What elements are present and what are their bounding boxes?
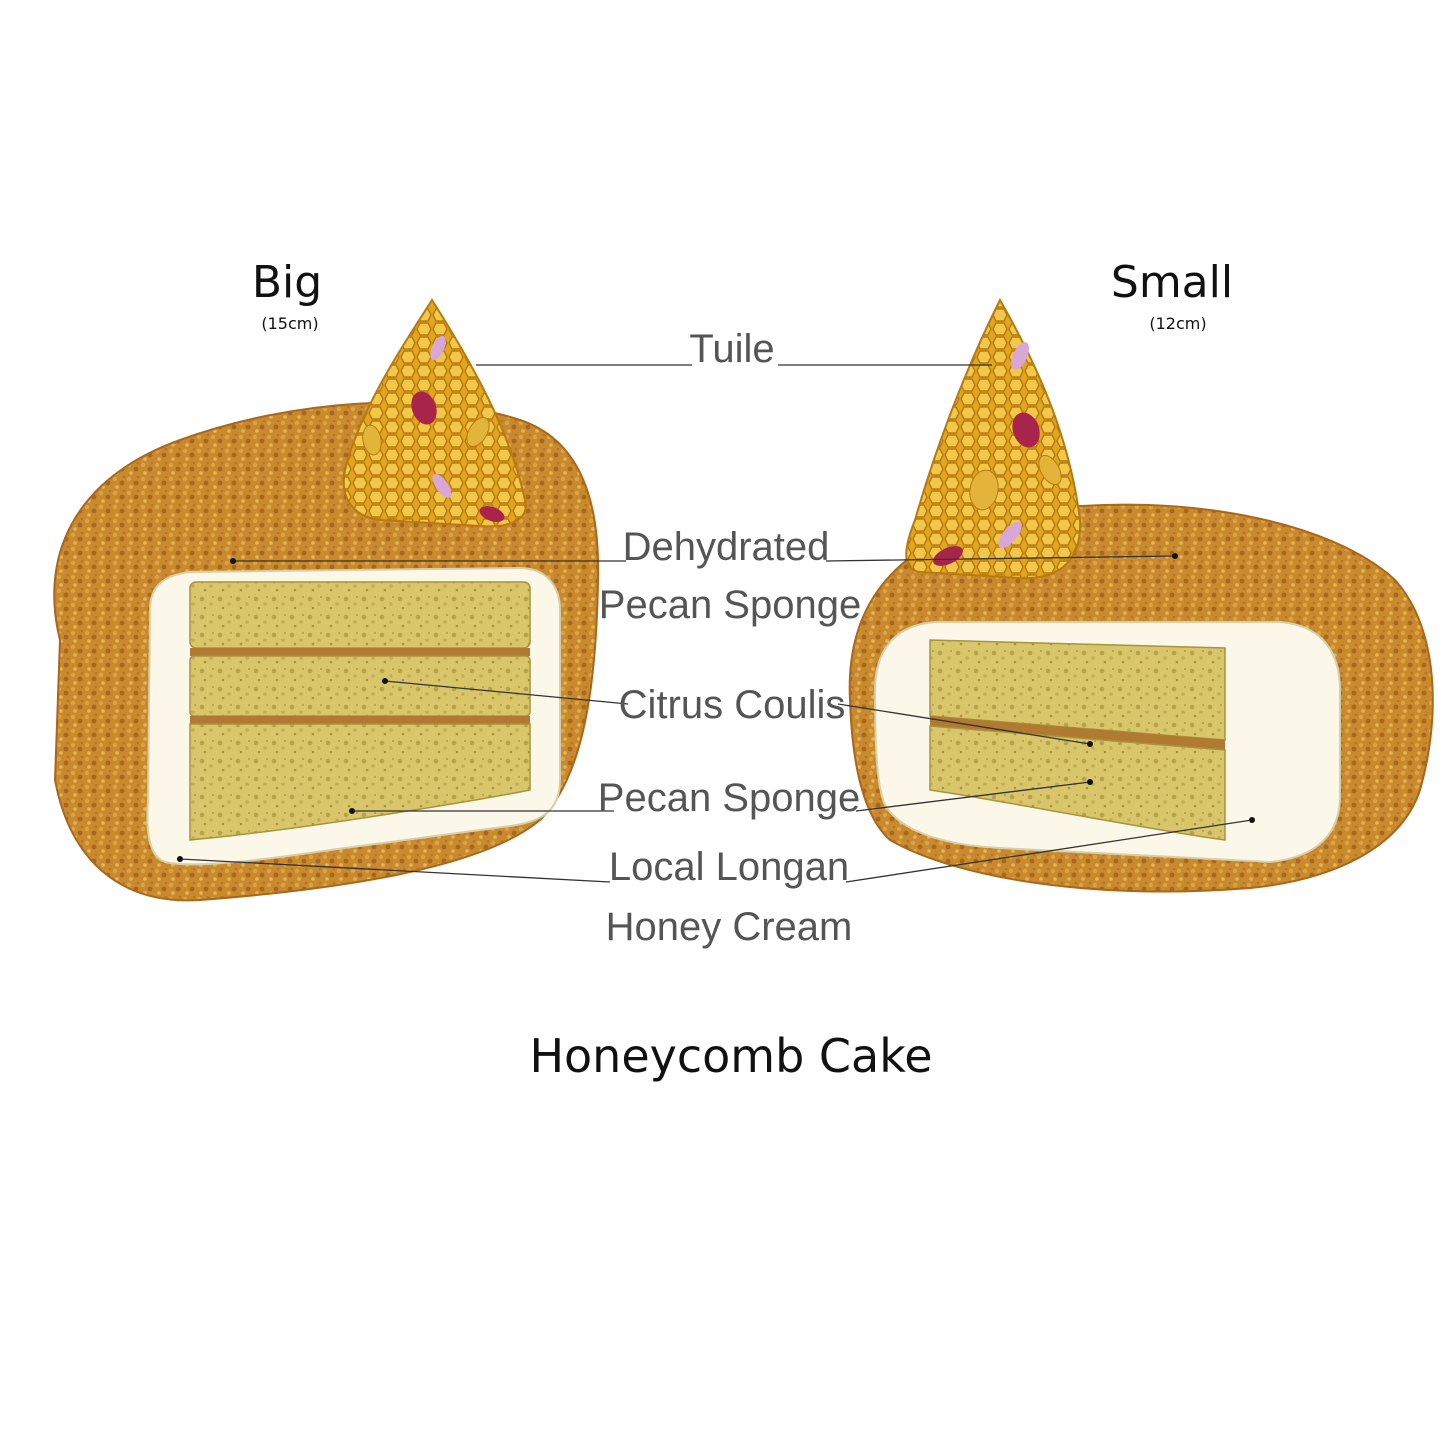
label-dehydrated-line2: Pecan Sponge — [599, 583, 861, 627]
leader-dehydrated-right — [825, 555, 1176, 562]
dot-cream-left — [177, 856, 183, 862]
dot-citrus-right — [1087, 741, 1093, 747]
big-size-name: Big — [252, 257, 322, 308]
label-honey-cream-line2: Honey Cream — [606, 905, 853, 949]
small-size-dimension: (12cm) — [1149, 314, 1206, 333]
big-sponge-layer-bottom — [189, 723, 531, 841]
leader-citrus-right — [837, 703, 1091, 745]
big-coulis-top — [190, 648, 530, 656]
leader-pecan-right — [855, 781, 1091, 812]
leader-cream-left — [179, 858, 611, 883]
small-size-name: Small — [1111, 257, 1233, 308]
small-cake-illustration — [848, 297, 1434, 893]
page-title: Honeycomb Cake — [529, 1029, 932, 1083]
small-tuile-icon — [905, 297, 1082, 580]
big-sponge-layer-top — [189, 581, 531, 649]
leader-lines — [177, 364, 1255, 883]
dot-citrus-left — [382, 678, 388, 684]
big-size-dimension: (15cm) — [261, 314, 318, 333]
label-dehydrated-line1: Dehydrated — [623, 525, 830, 569]
label-tuile: Tuile — [689, 327, 774, 371]
label-honey-cream-line1: Local Longan — [609, 845, 849, 889]
big-sponge-layer-middle — [189, 655, 531, 717]
dot-dehydrated-left — [230, 558, 236, 564]
leader-cream-right — [845, 819, 1253, 883]
small-coulis — [930, 716, 1225, 750]
big-coulis-bottom — [190, 716, 530, 724]
label-pecan-sponge: Pecan Sponge — [598, 776, 860, 820]
dot-pecan-right — [1087, 779, 1093, 785]
label-citrus-coulis: Citrus Coulis — [619, 683, 846, 727]
leader-citrus-left — [384, 680, 629, 705]
dot-cream-right — [1249, 817, 1255, 823]
dot-dehydrated-right — [1172, 553, 1178, 559]
big-cake-illustration — [53, 298, 600, 902]
big-tuile-icon — [342, 298, 527, 528]
dot-pecan-left — [349, 808, 355, 814]
